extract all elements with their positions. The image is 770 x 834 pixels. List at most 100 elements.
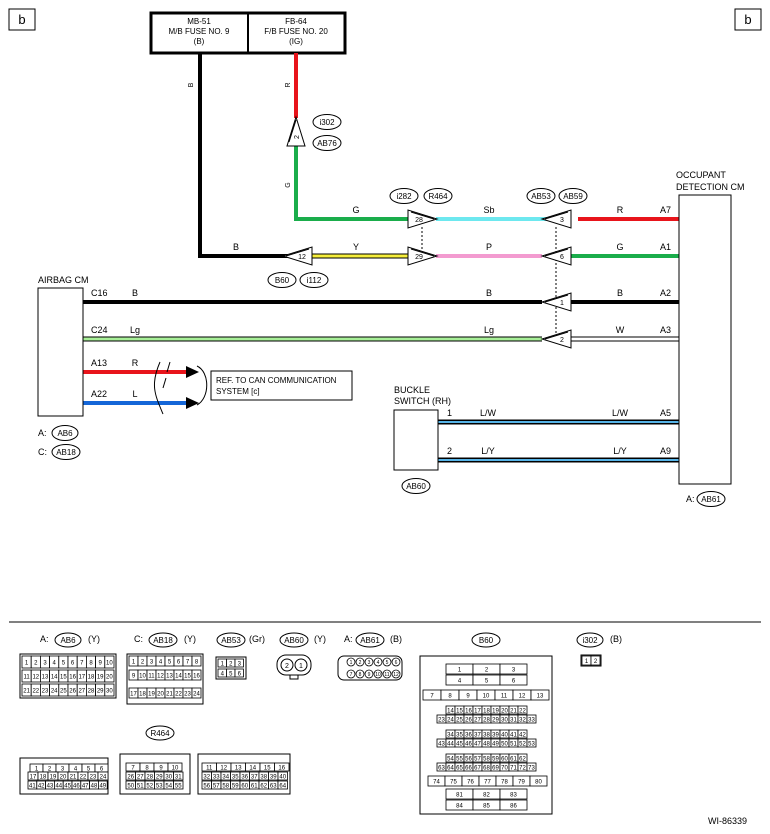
pin-cavity bbox=[517, 705, 528, 715]
pin-number: 84 bbox=[456, 803, 463, 809]
pin-number: 9 bbox=[159, 765, 163, 771]
pin-cavity bbox=[98, 780, 108, 790]
pin-number: 43 bbox=[438, 741, 445, 747]
connector-pin-29-symbol: 29 bbox=[407, 246, 439, 266]
pin-cavity bbox=[173, 780, 184, 790]
pin-number: 5 bbox=[485, 678, 489, 684]
pin-cavity bbox=[191, 687, 202, 699]
fuse-fb64-name: F/B FUSE NO. 20 bbox=[264, 27, 328, 36]
pin-cavity bbox=[274, 762, 290, 772]
pin-number: 10 bbox=[139, 673, 146, 679]
occupant-detection-cm: OCCUPANT DETECTION CM A7 A1 A2 A3 A5 A9 … bbox=[660, 170, 745, 507]
svg-text:B60: B60 bbox=[275, 276, 290, 285]
pin-number: 24 bbox=[51, 688, 58, 694]
pin-number: 8 bbox=[448, 693, 452, 699]
pin-number: 4 bbox=[458, 678, 462, 684]
pin-number: 7 bbox=[80, 660, 84, 666]
pin-number: 1 bbox=[585, 659, 589, 665]
pin-number: 23 bbox=[184, 691, 191, 697]
pin-number: 8 bbox=[145, 765, 149, 771]
pin-number: 1 bbox=[132, 659, 136, 665]
pin-number: 1 bbox=[35, 766, 39, 772]
terminal-a22: A22 bbox=[91, 389, 107, 399]
pin-number: 3 bbox=[150, 659, 154, 665]
pin-number: 4 bbox=[377, 660, 380, 666]
pin-number: 24 bbox=[193, 691, 200, 697]
airbag-title: AIRBAG CM bbox=[38, 275, 89, 285]
legend-i302-name: i302 bbox=[582, 636, 598, 645]
pin-number: 80 bbox=[535, 779, 542, 785]
svg-text:AB59: AB59 bbox=[563, 192, 583, 201]
pin-number: 73 bbox=[528, 765, 535, 771]
pin-number: 12 bbox=[393, 672, 399, 678]
pin-number: 5 bbox=[87, 766, 91, 772]
pin-number: 31 bbox=[175, 774, 182, 780]
pin-number: 5 bbox=[62, 660, 66, 666]
wires bbox=[55, 53, 679, 463]
pin-number: 27 bbox=[137, 774, 144, 780]
pin-number: 29 bbox=[492, 717, 499, 723]
pin-number: 43 bbox=[47, 783, 54, 789]
pin-number: 16 bbox=[69, 674, 76, 680]
pin-number: 13 bbox=[235, 765, 242, 771]
legend-r464-name: R464 bbox=[150, 729, 170, 738]
pin-number: 74 bbox=[433, 779, 440, 785]
pin-3: 3 bbox=[560, 217, 564, 224]
pin-number: 15 bbox=[184, 673, 191, 679]
terminal-a5: A5 bbox=[660, 408, 671, 418]
pin-cavity bbox=[391, 657, 401, 667]
connector-pin-1-symbol: 1 bbox=[540, 292, 572, 312]
pin-number: 12 bbox=[157, 673, 164, 679]
tag-ab59: AB59 bbox=[558, 188, 588, 204]
pin-number: 21 bbox=[23, 688, 30, 694]
pin-number: 3 bbox=[61, 766, 65, 772]
wire-label-r-a7: R bbox=[617, 205, 624, 215]
pin-number: 16 bbox=[193, 673, 200, 679]
pin-number: 20 bbox=[106, 674, 113, 680]
svg-text:AB18: AB18 bbox=[56, 448, 76, 457]
svg-text:i112: i112 bbox=[307, 276, 322, 285]
legend-ab60-face: 2 1 bbox=[276, 654, 312, 680]
pin-number: 50 bbox=[127, 783, 134, 789]
svg-text:i282: i282 bbox=[396, 192, 412, 201]
pin-number: 51 bbox=[510, 741, 517, 747]
pin-number: 75 bbox=[450, 779, 457, 785]
pin-number: 8 bbox=[195, 659, 199, 665]
wire-label-sb: Sb bbox=[483, 205, 494, 215]
pin-number: 25 bbox=[456, 717, 463, 723]
legend-ab60-color: (Y) bbox=[314, 634, 326, 644]
legend-ab18-name: AB18 bbox=[153, 636, 173, 645]
legend-i302-color: (B) bbox=[610, 634, 622, 644]
pin-number: 2 bbox=[48, 766, 52, 772]
pin-number: 24 bbox=[100, 774, 107, 780]
pin-number: 5 bbox=[168, 659, 172, 665]
pin-number: 67 bbox=[474, 765, 481, 771]
pin-number: 26 bbox=[465, 717, 472, 723]
pin-number: 68 bbox=[483, 765, 490, 771]
pin-number: 59 bbox=[492, 756, 499, 762]
wire-label-ly-right: L/Y bbox=[613, 446, 627, 456]
terminal-a9: A9 bbox=[660, 446, 671, 456]
wire-label-lg-mid: Lg bbox=[484, 325, 494, 335]
pin-number: 48 bbox=[483, 741, 490, 747]
pin-29: 29 bbox=[415, 254, 423, 261]
pin-number: 8 bbox=[359, 672, 362, 678]
pin-cavity bbox=[97, 771, 109, 781]
fuse-mb51-type: (B) bbox=[194, 37, 205, 46]
pin-number: 33 bbox=[213, 774, 220, 780]
pin-number: 39 bbox=[492, 732, 499, 738]
pin-number: 55 bbox=[456, 756, 463, 762]
legend-ab60: AB60 (Y) 2 1 bbox=[276, 632, 326, 680]
pin-number: 28 bbox=[146, 774, 153, 780]
pin-cavity bbox=[191, 655, 202, 667]
pin-number: 9 bbox=[466, 693, 470, 699]
pin-number: 17 bbox=[474, 708, 481, 714]
pin-number: 23 bbox=[438, 717, 445, 723]
pin-number: 15 bbox=[456, 708, 463, 714]
pin-number: 82 bbox=[483, 792, 490, 798]
pin-number: 15 bbox=[264, 765, 271, 771]
pin-number: 4 bbox=[159, 659, 163, 665]
pin-number: 1 bbox=[458, 667, 462, 673]
pin-number: 49 bbox=[99, 783, 106, 789]
pin-number: 30 bbox=[501, 717, 508, 723]
